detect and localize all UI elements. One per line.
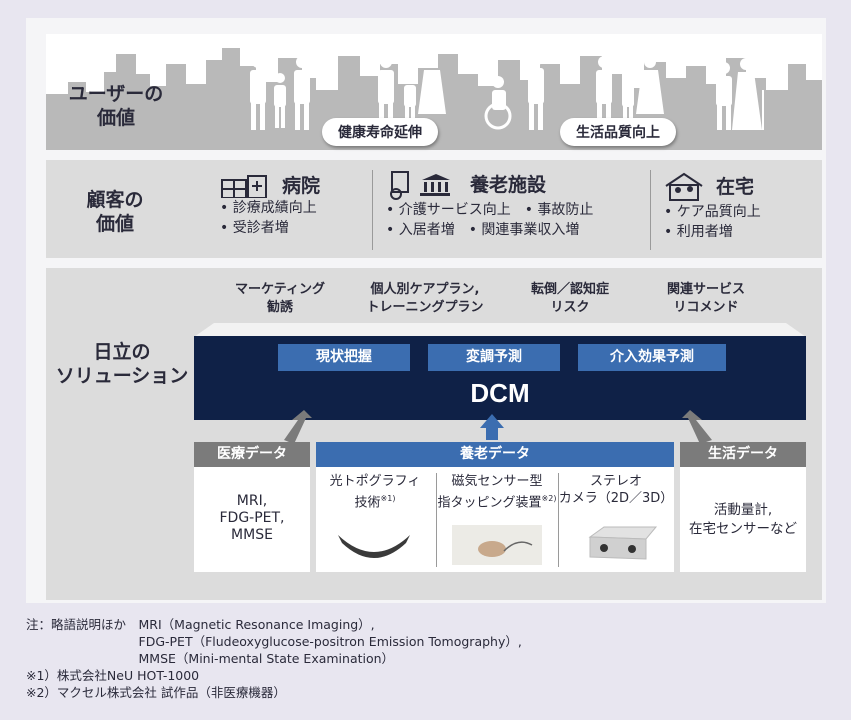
user-value-label: ユーザーの 価値 [68,83,164,129]
header-medical-data: 医療データ [194,442,310,467]
pill-healthy-life: 健康寿命延伸 [322,118,438,146]
group-hospital: 病院 • 診療成績向上 • 受診者増 [220,175,321,236]
care-sub-optical: 光トポグラフィ 技術※1) [329,474,421,511]
care-sub-magnetic: 磁気センサー型 指タッピング装置※2) [437,474,557,511]
care-facility-icon [390,171,450,200]
care-sub-stereo: ステレオ カメラ（2D／3D） [558,474,674,506]
header-life-data: 生活データ [680,442,806,467]
header-care-data: 養老データ [316,442,674,467]
pill-life-quality: 生活品質向上 [560,118,676,146]
box-current-state: 現状把握 [278,344,410,371]
panel-life-data: 活動量計, 在宅センサーなど [680,467,806,572]
dcm-title: DCM [470,378,530,408]
user-value-band [46,34,822,150]
optical-topography-device-image [338,535,410,558]
panel-care-data: 光トポグラフィ 技術※1) 磁気センサー型 指タッピング装置※2) ステレオ カ… [316,467,674,572]
divider [650,170,651,250]
dcm-top-bevel [194,323,806,337]
box-intervention-prediction: 介入効果予測 [578,344,726,371]
output-risk: 転倒／認知症リスク [530,282,609,315]
finger-tapping-device-image [452,525,542,565]
home-care-icon [665,172,703,201]
output-marketing: マーケティング勧誘 [235,282,325,315]
hospital-icon [221,175,267,198]
group-home: 在宅 • ケア品質向上 • 利用者増 [664,172,761,242]
solution-label: 日立の ソリューション [55,341,189,387]
stereo-camera-image [588,526,658,560]
panel-medical-data: MRI, FDG-PET, MMSE [194,467,310,572]
output-care-plan: 個人別ケアプラン,トレーニングプラン [366,282,484,315]
group-care-facility: 養老施設 • 介護サービス向上 • 事故防止 • 入居者増 • 関連事業収入増 [386,170,593,240]
output-recommend: 関連サービスリコメンド [666,282,745,315]
divider [372,170,373,250]
box-change-prediction: 変調予測 [428,344,560,371]
customer-value-label: 顧客の 価値 [86,189,144,235]
footnotes: 注：略語説明ほか MRI（Magnetic Resonance Imaging）… [26,617,522,700]
